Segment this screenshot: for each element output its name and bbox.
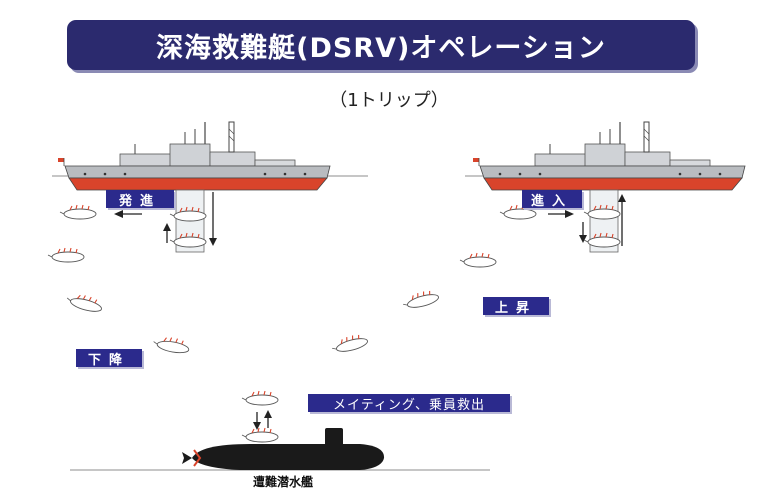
title-banner: 深海救難艇(DSRV)オペレーション xyxy=(67,20,695,70)
label-ascend: 上昇 xyxy=(483,297,549,316)
dsrv-descend-1 xyxy=(47,247,85,263)
dsrv-ascend-2 xyxy=(400,287,441,312)
label-descend: 下降 xyxy=(76,349,142,368)
mother-ship-left xyxy=(57,121,331,191)
dsrv-launch-3 xyxy=(59,204,97,220)
label-enter: 進入 xyxy=(522,190,582,209)
caption-submarine: 遭難潜水艦 xyxy=(253,475,314,489)
dsrv-ascend-3 xyxy=(459,252,497,268)
label-launch: 発進 xyxy=(106,190,174,209)
distressed-submarine xyxy=(182,428,385,470)
dsrv-mating-1 xyxy=(241,390,279,406)
label-mating-rescue: メイティング、乗員救出 xyxy=(308,394,510,413)
dsrv-ascend-1 xyxy=(329,331,370,356)
subtitle: （1トリップ） xyxy=(329,90,449,111)
mother-ship-right xyxy=(472,121,746,191)
dsrv-mating-2 xyxy=(241,427,279,443)
page-title: 深海救難艇(DSRV)オペレーション xyxy=(156,32,606,64)
dsrv-descend-2 xyxy=(64,290,105,315)
dsrv-descend-3 xyxy=(151,334,191,356)
